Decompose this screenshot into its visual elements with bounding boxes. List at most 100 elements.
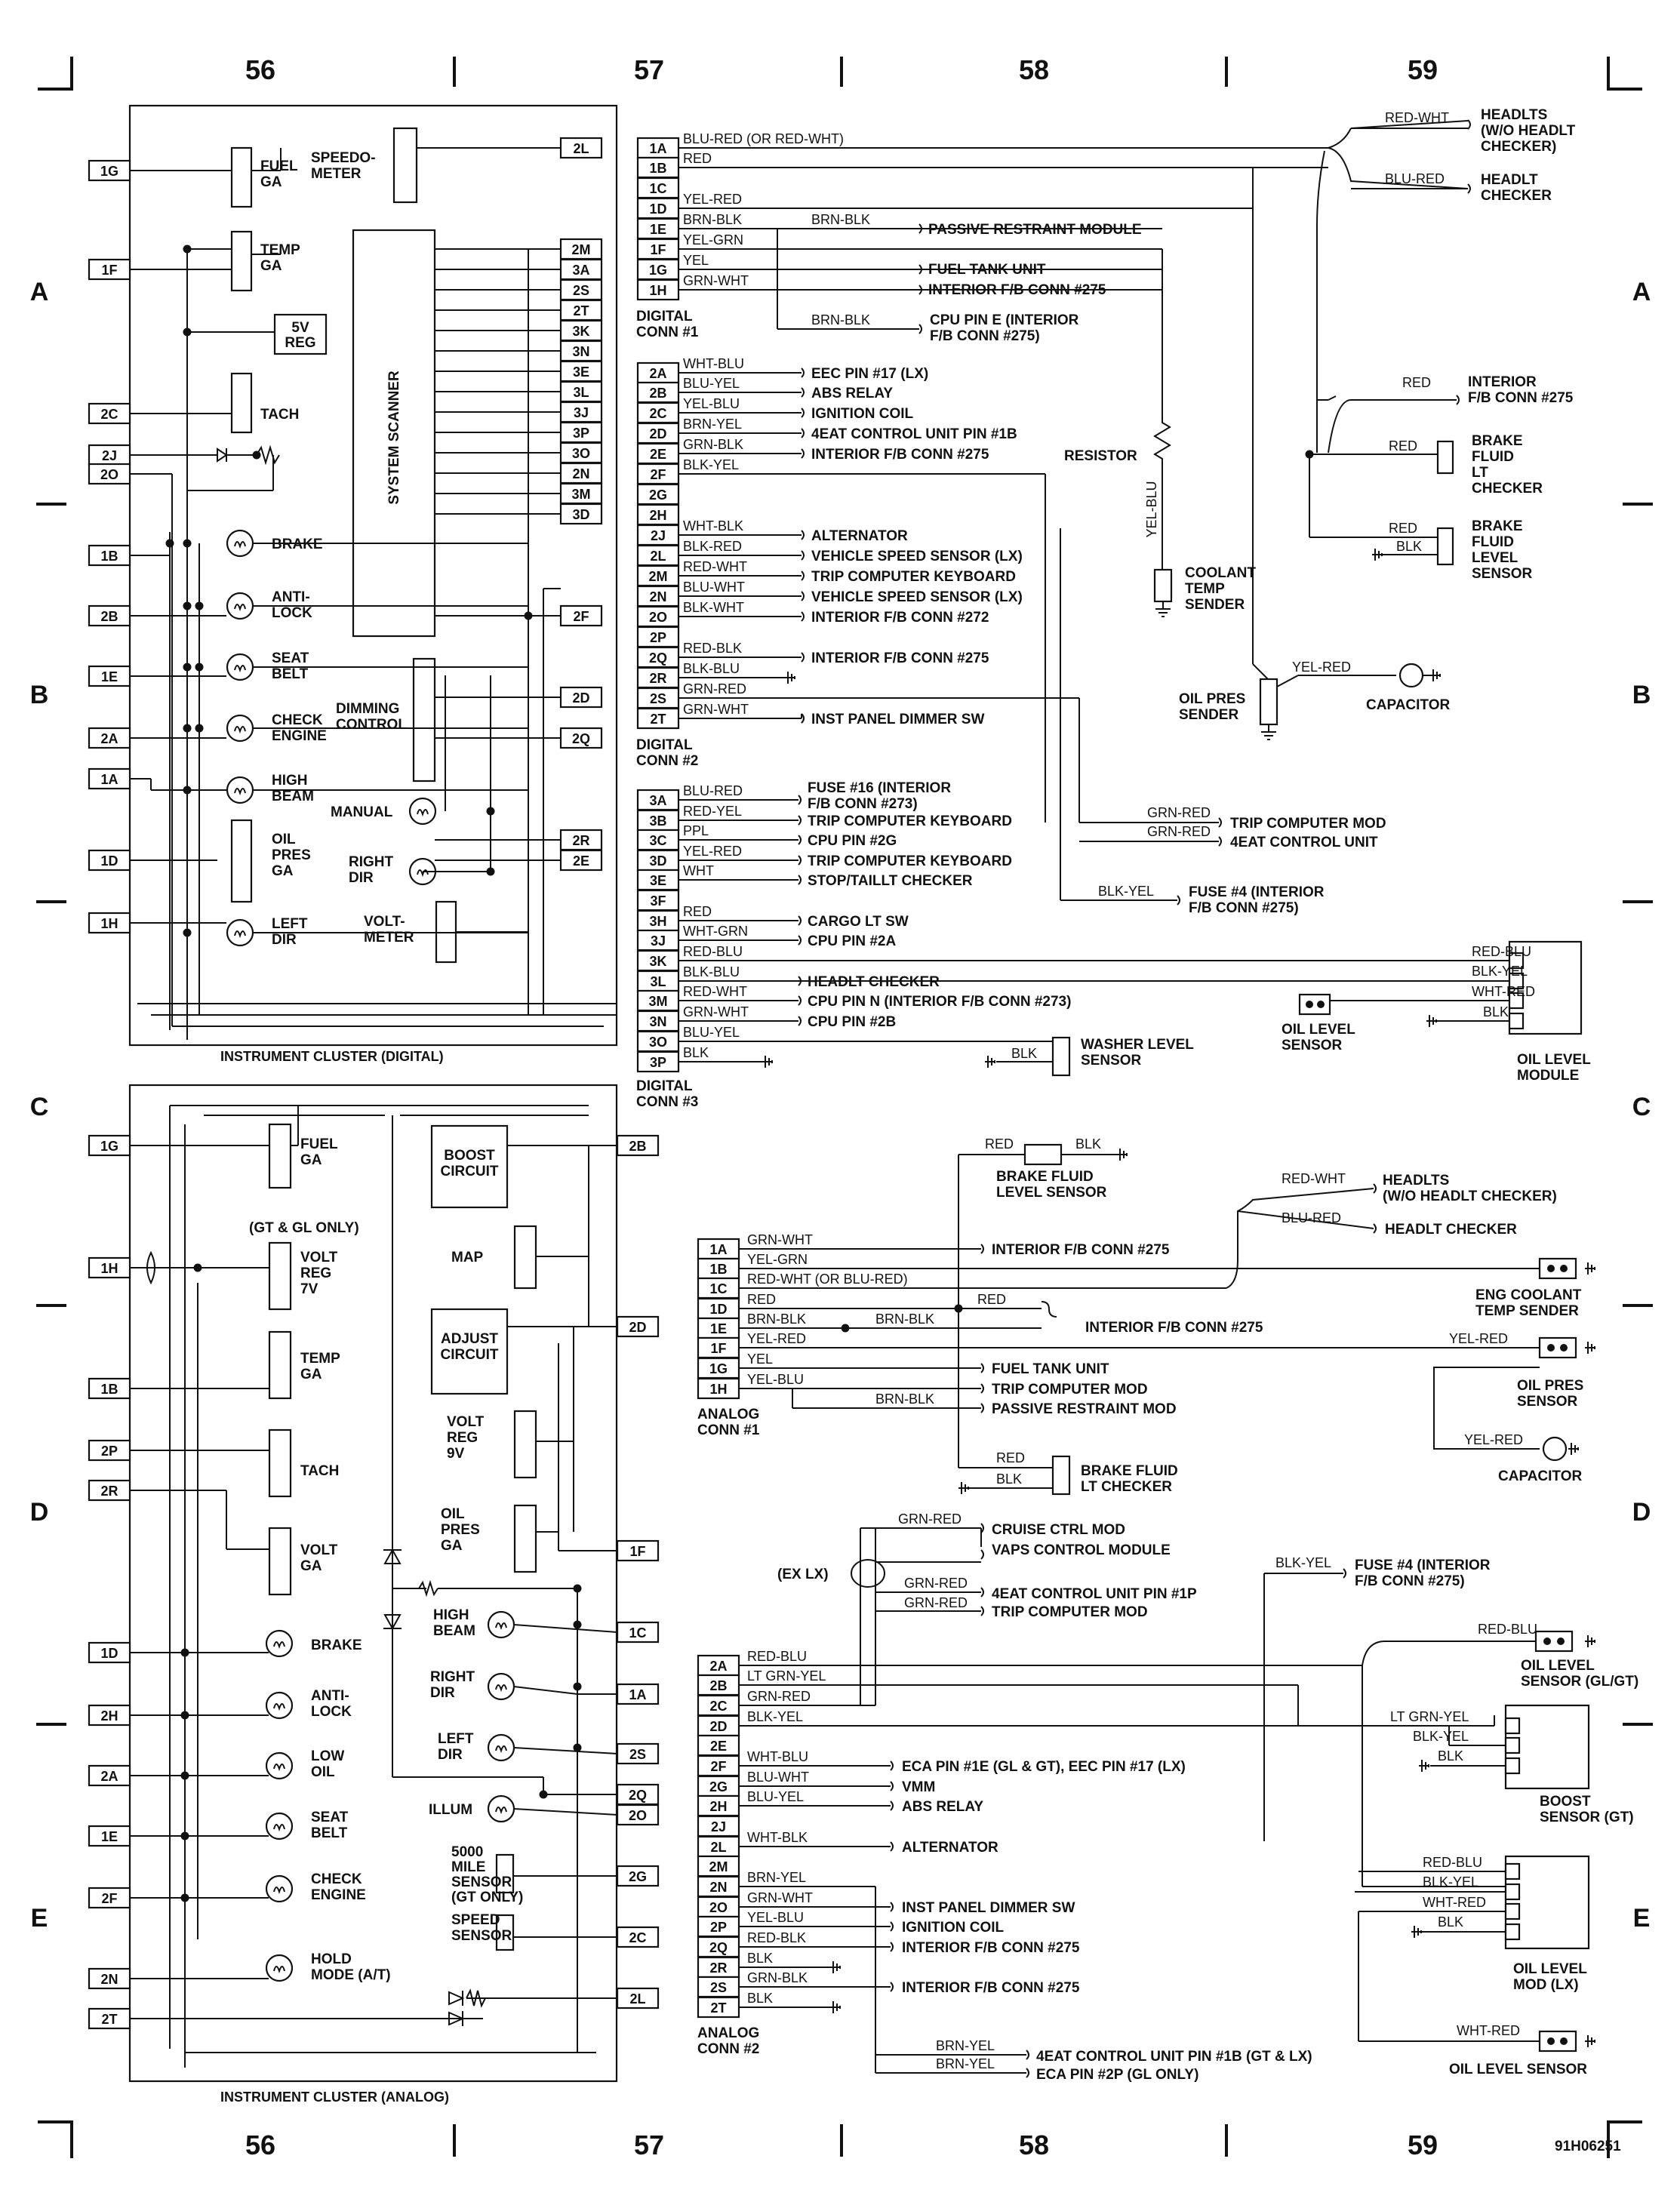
dest-label: ECA PIN #2P (GL ONLY) [1036,2067,1198,2083]
left-dir-label: DIR [438,1747,463,1763]
wire [1226,1188,1374,1289]
bulb-icon [495,1807,507,1815]
pin-label: 2M [709,1859,728,1874]
connector-arrow [980,1549,984,1560]
pin-label: 1E [101,1829,118,1844]
dest-label: CARGO LT SW [808,914,909,930]
wire-label: RED-BLK [747,1930,806,1945]
wire-label: YEL-RED [1464,1432,1523,1447]
pin-label: 3K [649,954,666,969]
pin [1504,1717,1521,1735]
wire-label: RED-WHT [683,984,747,999]
dest-label: (W/O HEADLT CHECKER) [1383,1189,1557,1204]
connector-arrow [980,1383,984,1394]
pin-label: 1E [101,669,118,684]
grid-row-left: B [30,681,49,709]
wire-label: GRN-RED [1147,805,1211,820]
resistor-icon [418,1579,438,1598]
dest-label: CHECKER [1472,481,1543,497]
grid-row-left: A [30,278,49,306]
grid-col-top: 58 [1019,54,1049,85]
high-beam-label: BEAM [272,789,314,804]
pin-label: 2N [649,589,666,604]
pin-label: 2O [629,1808,647,1823]
oil-pres-sensor [1538,1336,1577,1359]
analog-left-pin [88,2007,131,2030]
wire-label: GRN-RED [898,1511,962,1527]
connector-arrow [801,570,805,581]
connector-arrow [890,1781,894,1791]
connector-arrow [801,530,805,540]
dest-label: F/B CONN #275) [1355,1573,1465,1589]
wire-label: YEL-GRN [747,1252,808,1267]
brake-bulb-icon [226,529,254,558]
dest-label: STOP/TAILLT CHECKER [808,873,973,889]
diode-icon [448,1991,465,2006]
analog-conn1-pin [697,1257,740,1280]
digital-conn2-pin [636,605,680,628]
grid-row-right: A [1632,278,1651,306]
left-dir-label: LEFT [272,916,308,932]
pin-label: 2D [572,690,589,706]
tach-label: TACH [260,407,299,423]
pin-label: 1A [629,1687,646,1702]
pin-label: 2C [100,407,118,422]
wire [1362,1641,1536,1666]
wire-label: RED-BLU [683,944,743,959]
tach-label: TACH [300,1463,339,1479]
pin-label: 1D [649,201,666,217]
pin-label: 2J [102,448,117,463]
wire-label: GRN-WHT [683,702,749,717]
wire-label: RED-WHT [1282,1171,1346,1186]
pin-label: 3J [651,933,666,949]
connector-arrow [918,264,922,275]
wire-label: WHT-RED [1423,1895,1486,1910]
dest-label: 4EAT CONTROL UNIT PIN #1B (GT & LX) [1036,2049,1312,2065]
seat-belt-label: BELT [311,1825,348,1841]
wire [1350,120,1469,129]
analog-left-pin [88,1764,131,1787]
pin-label: 2C [629,1930,646,1945]
wire-label: BRN-YEL [936,2056,995,2071]
pin-label: 2A [100,1769,118,1784]
pin-label: 2R [649,671,666,686]
connector-arrow [918,223,922,234]
pin-label: 2F [101,1891,117,1906]
wire-label: RED [683,904,712,919]
analog-cluster-box [128,1084,618,2083]
pin-label: 2J [651,528,666,543]
dest-label: BRAKE [1472,518,1523,534]
pin-label: 2Q [629,1788,647,1803]
dest-label: TRIP COMPUTER KEYBOARD [811,569,1016,585]
doc-id: 91H06251 [1555,2139,1621,2154]
wire-label: RED [1402,375,1431,390]
wire-label: YEL-GRN [683,232,743,248]
wire-label: WHT-BLK [683,518,743,534]
diode-icon [383,1614,402,1631]
bulb-icon [234,726,246,734]
wire-label: RED [996,1450,1025,1465]
pin-label: 1D [709,1302,727,1317]
wire-label: RED [1389,521,1417,536]
seatbelt-bulb-icon [226,653,254,681]
dest-label: FUSE #16 (INTERIOR [808,780,951,796]
pin-label: 3E [573,364,589,380]
dest-label: TRIP COMPUTER KEYBOARD [808,813,1012,829]
pin-label: 1D [100,1646,118,1661]
speedometer-label: SPEEDO- [311,150,376,166]
check-engine-label: CHECK [272,712,323,728]
pin-label: 2F [573,609,589,624]
wire-label: BLK-BLU [683,661,740,676]
analog-left-pin [88,1256,131,1279]
wire-label: GRN-WHT [683,1004,749,1019]
wire [513,1808,618,1816]
wire-label: RED-BLU [747,1649,807,1664]
pin-label: 1H [100,916,118,931]
dest-label: IGNITION COIL [811,406,914,422]
system-scanner [352,229,436,638]
wire-label: YEL-RED [683,192,742,207]
wire-label: YEL-RED [1292,660,1351,675]
tach [268,1428,292,1498]
wire-label: GRN-WHT [747,1890,813,1905]
dest-label: TRIP COMPUTER KEYBOARD [808,853,1012,869]
